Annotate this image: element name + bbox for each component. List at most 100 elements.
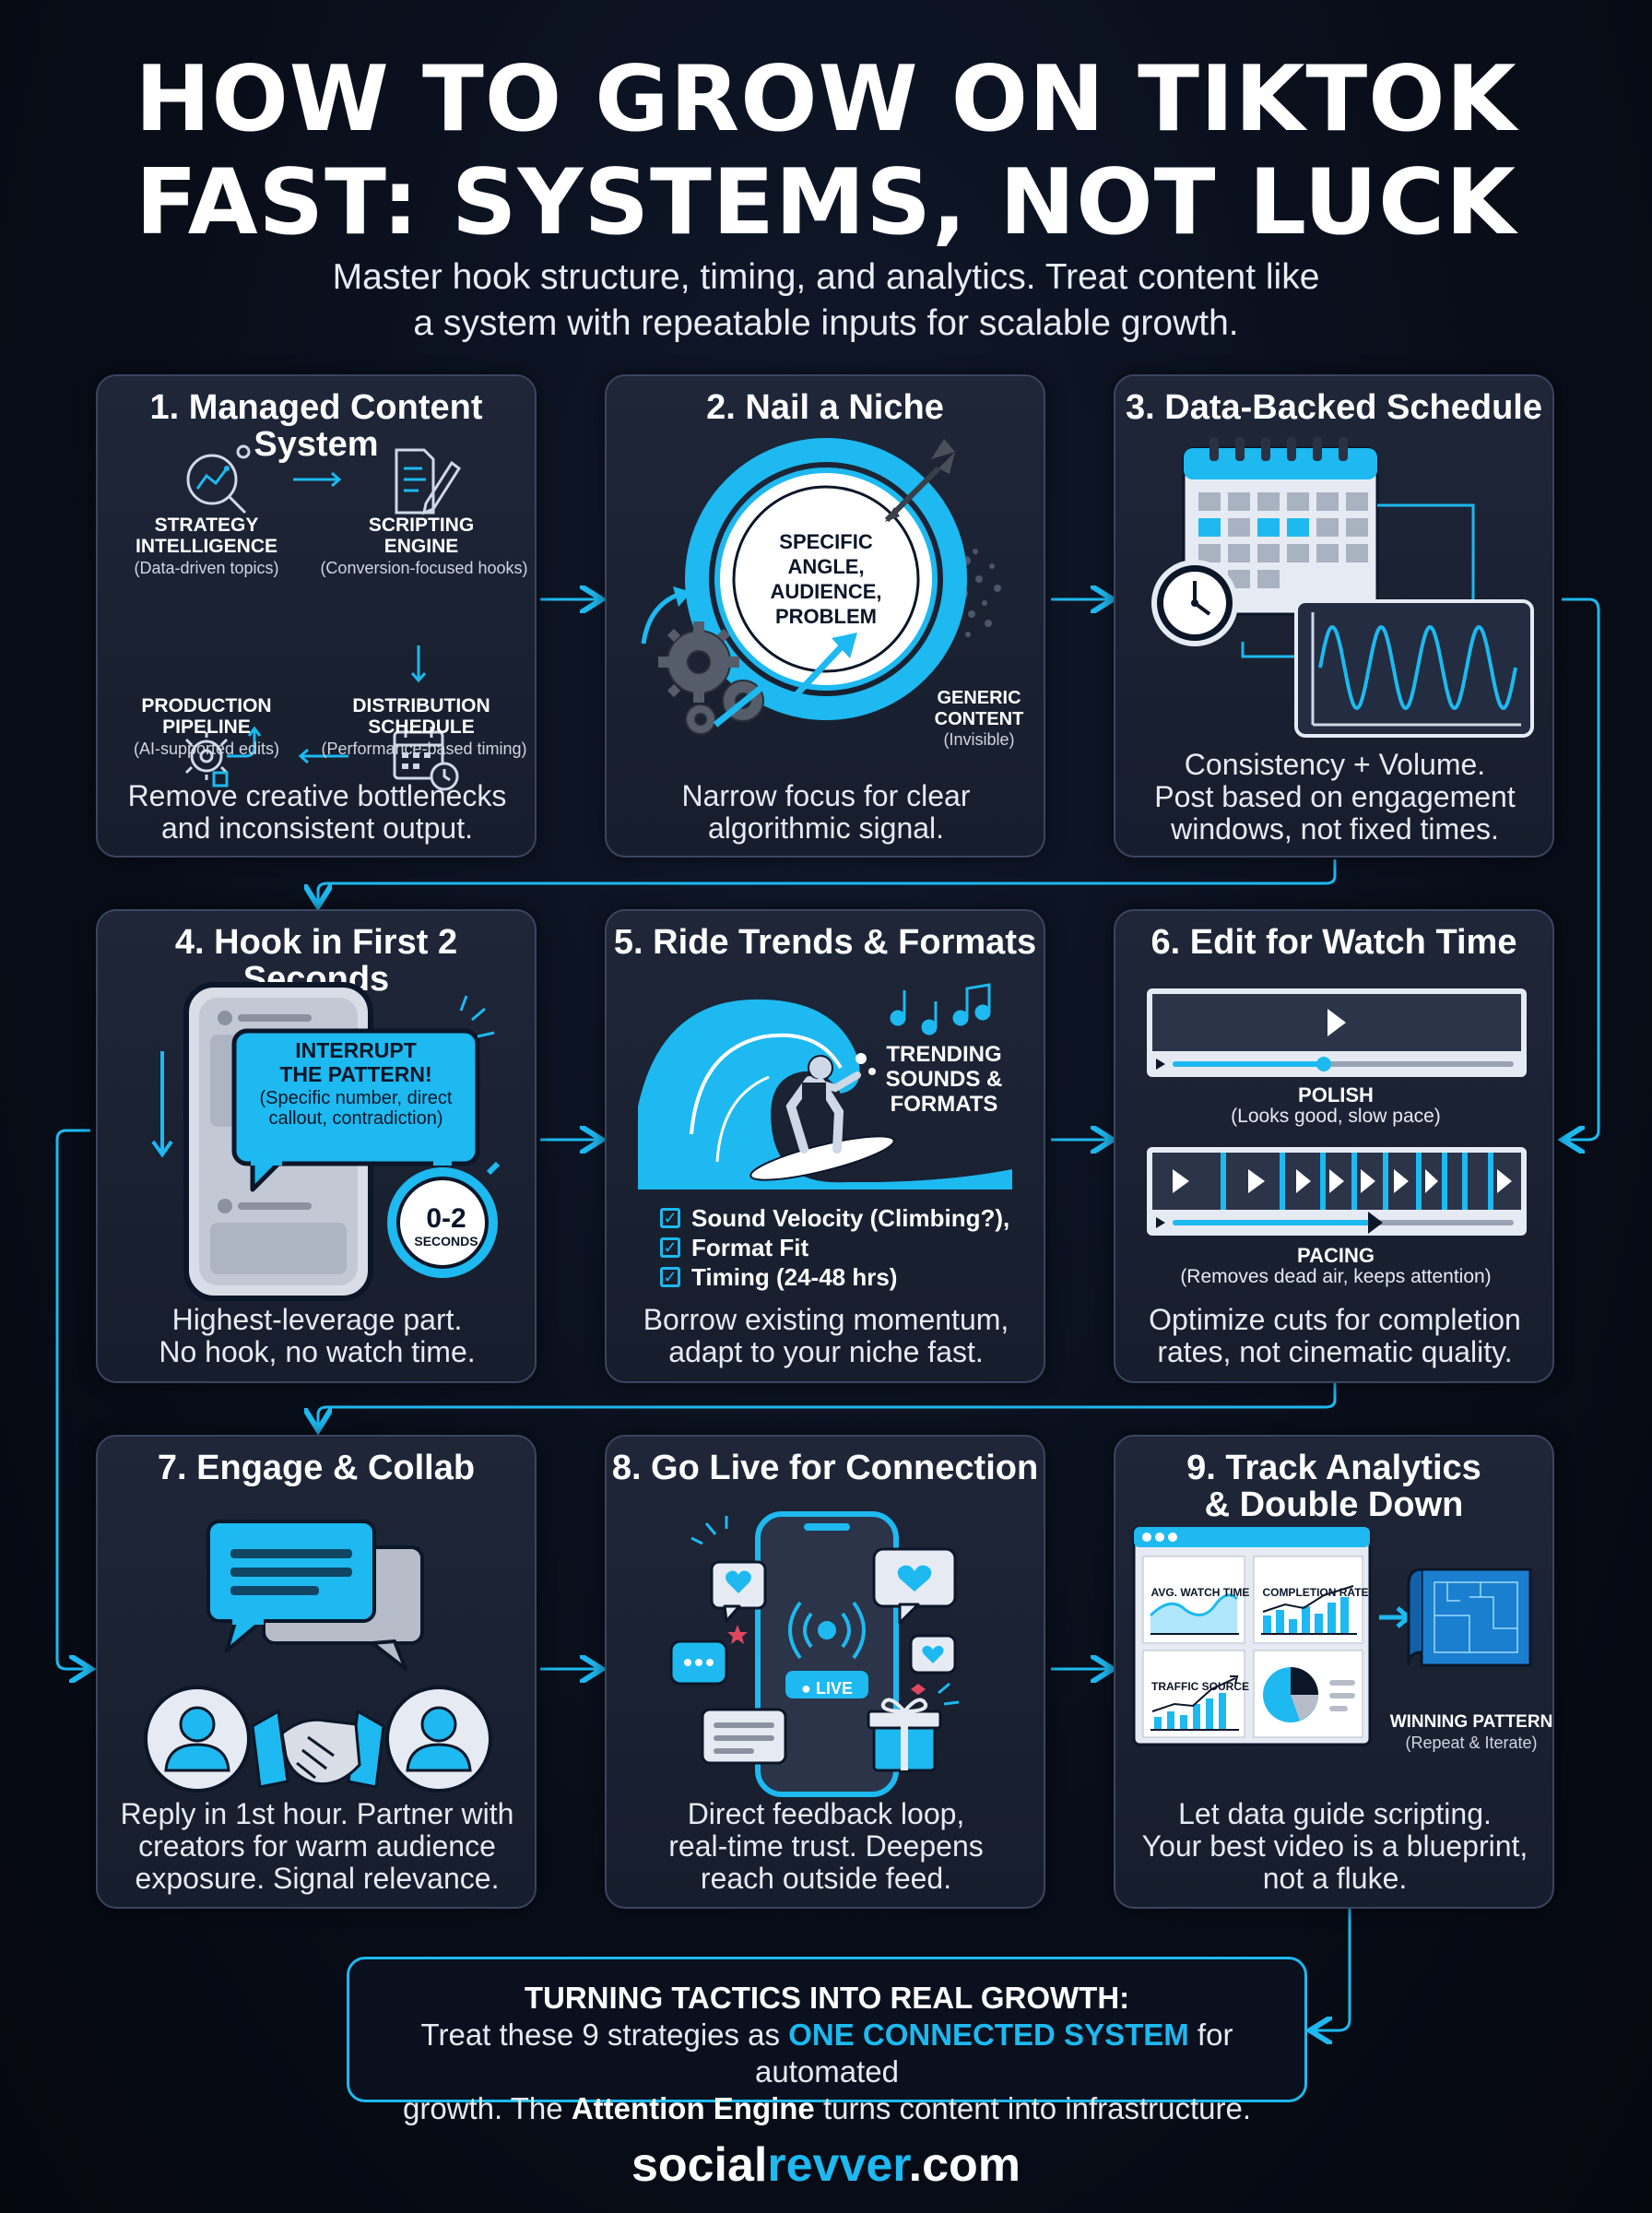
alert-rays [459, 995, 495, 1038]
handshake-icon [251, 1709, 385, 1789]
card-hook-first-2-seconds: 4. Hook in First 2 Seconds [96, 909, 537, 1383]
heart-bubble-icon [872, 1547, 957, 1625]
page-subtitle: Master hook structure, timing, and analy… [184, 254, 1468, 347]
hook-phone-illustration [151, 982, 501, 1301]
footer-brand-link[interactable]: socialrevver.com [631, 2138, 1021, 2192]
node-distribution-sub: (Performance-based timing) [321, 740, 527, 758]
card-title: 6. Edit for Watch Time [1150, 923, 1517, 962]
pie-chart-icon [1263, 1667, 1355, 1722]
clock-icon [1151, 560, 1238, 646]
card-description: Let data guide scripting.Your best video… [1141, 1797, 1528, 1895]
card-engage-collab: 7. Engage & Collab Re [96, 1435, 537, 1909]
title-line-1: HOW TO GROW ON TIKTOK [135, 47, 1517, 152]
arrow-row2-row3 [318, 1383, 1337, 1427]
card-managed-content-system: 1. Managed Content System [96, 374, 537, 858]
star-icon [727, 1625, 748, 1644]
page-title: HOW TO GROW ON TIKTOK FAST: SYSTEMS, NOT… [0, 48, 1652, 254]
subtitle-line-1: Master hook structure, timing, and analy… [332, 257, 1320, 297]
card-title: 9. Track Analytics& Double Down [1186, 1449, 1481, 1524]
calendar-clock-icon [393, 727, 459, 791]
target-outer-ring [685, 438, 967, 720]
watch-time-chart [1149, 1593, 1239, 1635]
analytics-magnifier-icon [186, 444, 251, 515]
typing-bubble-icon [669, 1639, 728, 1686]
arrow-fletching [931, 439, 955, 474]
card-title: 5. Ride Trends & Formats [613, 923, 1037, 962]
play-icon [1328, 1009, 1346, 1036]
live-badge-text: LIVE [815, 1679, 853, 1698]
edit-timelines-illustration [1147, 988, 1527, 1236]
niche-target-illustration [641, 438, 1001, 735]
card-title: 8. Go Live for Connection [611, 1449, 1039, 1487]
trend-wave-illustration [638, 983, 1012, 1189]
checklist-item: ✓ Sound Velocity (Climbing?), [660, 1204, 1029, 1234]
winning-pattern-sub: (Repeat & Iterate) [1405, 1734, 1538, 1752]
card-edit-for-watch-time: 6. Edit for Watch Time [1114, 909, 1554, 1383]
checklist-item: ✓ Timing (24-48 hrs) [660, 1263, 1029, 1293]
card-title: 7. Engage & Collab [157, 1449, 476, 1487]
wave-icon [638, 999, 1012, 1189]
heart-bubble-icon [909, 1634, 957, 1675]
person-icon: ● [801, 1679, 811, 1698]
content-system-diagram [184, 444, 462, 791]
timer-unit: SECONDS [414, 1234, 478, 1249]
checklist-text: Sound Velocity (Climbing?), [691, 1204, 1010, 1232]
arrow-row1-row2 [318, 859, 1337, 904]
blueprint-icon [1407, 1568, 1532, 1667]
card-nail-a-niche: 2. Nail a Niche [605, 374, 1045, 858]
schedule-illustration [1151, 437, 1534, 738]
traffic-source-chart [1150, 1675, 1239, 1731]
checklist-item: ✓ Format Fit [660, 1234, 1029, 1263]
card-description: Highest-leverage part.No hook, no watch … [159, 1303, 476, 1368]
timer-value: 0-2 [426, 1203, 466, 1234]
cut-markers [1221, 1153, 1493, 1210]
pacing-sub: (Removes dead air, keeps attention) [1180, 1266, 1492, 1287]
completion-rate-chart [1261, 1585, 1357, 1635]
card-description: Consistency + Volume.Post based on engag… [1154, 748, 1516, 846]
polish-sub: (Looks good, slow pace) [1231, 1106, 1441, 1127]
broadcast-icon [788, 1601, 866, 1660]
chat-bubbles-icon [206, 1520, 424, 1671]
gift-icon [867, 1698, 942, 1772]
person-right-icon [385, 1686, 492, 1793]
live-badge-bg [785, 1671, 868, 1698]
live-badge: ● LIVE [785, 1675, 868, 1702]
phone-icon [755, 1511, 899, 1797]
polish-video-player [1147, 988, 1527, 1077]
node-scripting-sub: (Conversion-focused hooks) [320, 559, 528, 577]
surfer-icon [749, 1055, 895, 1181]
gear-pipeline-icon [184, 726, 262, 787]
trend-checklist: ✓ Sound Velocity (Climbing?), ✓ Format F… [660, 1204, 1029, 1293]
calendar-icon [1182, 437, 1379, 616]
checklist-text: Format Fit [691, 1234, 809, 1261]
engagement-wave-line [1318, 625, 1517, 710]
cycle-arrow [641, 591, 681, 645]
arrow-4-7 [55, 1129, 90, 1669]
winning-pattern-label: WINNING PATTERN [1389, 1712, 1553, 1732]
summary-line-1: Treat these 9 strategies as ONE CONNECTE… [420, 2018, 1233, 2089]
polish-label: POLISH [1298, 1083, 1374, 1106]
summary-title: TURNING TACTICS INTO REAL GROWTH: [524, 1981, 1130, 2015]
card-data-backed-schedule: 3. Data-Backed Schedule [1114, 374, 1554, 858]
comment-bubble-icon [701, 1708, 787, 1765]
arrow-9-summary [1313, 1909, 1351, 2030]
card-description: Borrow existing momentum,adapt to your n… [643, 1303, 1009, 1368]
script-pencil-icon [395, 448, 462, 515]
generic-content-sub: (Invisible) [943, 730, 1015, 749]
engagement-wave-monitor [1241, 503, 1534, 738]
checklist-text: Timing (24-48 hrs) [691, 1263, 898, 1291]
panel-completion-rate: COMPLETION RATE [1262, 1586, 1369, 1599]
checkbox-icon: ✓ [660, 1208, 680, 1228]
collab-illustration [144, 1520, 492, 1793]
arrow-to-blueprint [1379, 1606, 1412, 1628]
